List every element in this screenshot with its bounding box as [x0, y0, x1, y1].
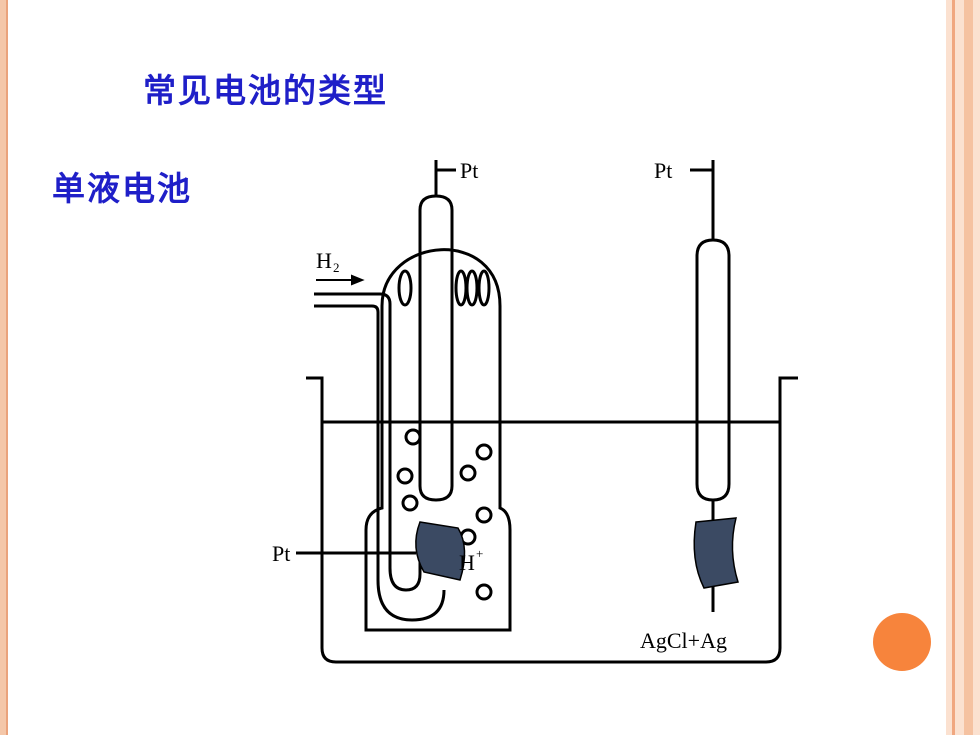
pt-electrode-plate — [415, 521, 466, 581]
slide-title: 常见电池的类型 — [143, 71, 388, 110]
bulb-bubble — [465, 269, 479, 307]
right-frame-band — [964, 0, 973, 735]
bulb-bubble — [477, 269, 491, 307]
hydrogen-cell-outer-wall — [364, 248, 512, 632]
reference-electrode-tube — [695, 238, 731, 502]
accent-dot — [873, 613, 931, 671]
gas-bubble — [475, 443, 493, 461]
right-frame-border — [946, 0, 980, 735]
gas-bubble — [401, 494, 419, 512]
bulb-bubble — [454, 269, 468, 307]
bulb-bubble — [397, 269, 413, 307]
right-frame-band — [952, 0, 955, 735]
left-frame-border — [0, 0, 8, 735]
gas-bubble — [404, 428, 422, 446]
pt-label-top-left: Pt — [460, 158, 478, 183]
gas-bubble — [396, 467, 414, 485]
inner-electrode-tube — [418, 194, 454, 502]
agcl-electrode-plate — [693, 517, 739, 589]
h2-inlet-tube-inner — [314, 304, 446, 622]
gas-bubble — [475, 506, 493, 524]
h2-flow-arrow — [316, 274, 365, 286]
gas-bubble — [475, 583, 493, 601]
h2-subscript: 2 — [333, 260, 340, 275]
h2-inlet-tube-outer — [314, 292, 422, 592]
gas-bubble — [459, 464, 477, 482]
pt-label-left: Pt — [272, 541, 290, 566]
agcl-ag-label: AgCl+Ag — [640, 628, 727, 653]
hplus-superscript: + — [476, 546, 483, 561]
beaker — [306, 376, 798, 664]
hplus-label: H — [459, 550, 475, 575]
pt-label-top-right: Pt — [654, 158, 672, 183]
h2-label: H — [316, 248, 332, 273]
slide-subtitle: 单液电池 — [52, 169, 192, 208]
